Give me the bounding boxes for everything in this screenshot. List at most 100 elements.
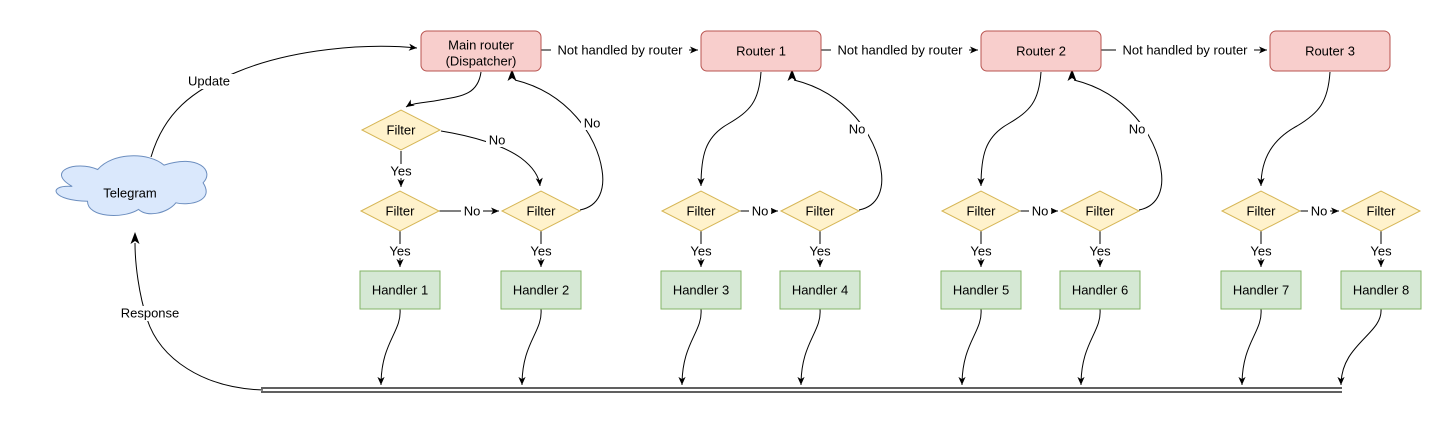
node-router-2: Router 2	[980, 30, 1102, 72]
svg-text:Yes: Yes	[1370, 244, 1392, 259]
handler-7-box	[1220, 270, 1302, 310]
svg-text:Update: Update	[188, 74, 230, 89]
edge-handler6-to-bus	[1077, 308, 1101, 386]
node-handler-2: Handler 2	[500, 270, 582, 310]
node-handler-6: Handler 6	[1059, 270, 1141, 310]
filter4-return-arrowhead-icon	[787, 69, 797, 81]
filter-2-diamond	[500, 190, 582, 232]
edge-label-no-filter0: No	[486, 133, 508, 148]
node-filter-2: Filter	[500, 190, 582, 232]
edge-label-response: Response	[116, 306, 184, 321]
filter-2-label: Filter	[527, 204, 557, 219]
filters: Filter Filter Filter Filter Filter Filte…	[359, 109, 1422, 232]
node-filter-8: Filter	[1340, 190, 1422, 232]
svg-text:Not handled by router: Not handled by router	[557, 43, 683, 58]
handler-8-label: Handler 8	[1353, 283, 1409, 298]
handler-6-box	[1059, 270, 1141, 310]
handler-4-label: Handler 4	[792, 283, 848, 298]
filter-1-label: Filter	[386, 204, 416, 219]
handler-5-box	[940, 270, 1022, 310]
edge-filter6-no-return	[1073, 79, 1163, 211]
edge-router3-to-filter7	[1257, 71, 1331, 187]
main-router-box	[420, 30, 542, 72]
node-filter-3: Filter	[660, 190, 742, 232]
svg-text:Response: Response	[121, 306, 180, 321]
edge-update	[150, 43, 418, 158]
router-1-box	[700, 30, 822, 72]
handler-6-label: Handler 6	[1072, 283, 1128, 298]
svg-text:Yes: Yes	[1089, 244, 1111, 259]
handler-1-box	[359, 270, 441, 310]
svg-text:Not handled by router: Not handled by router	[1122, 43, 1248, 58]
handler-5-label: Handler 5	[953, 283, 1009, 298]
node-filter-7: Filter	[1220, 190, 1302, 232]
svg-text:Yes: Yes	[530, 244, 552, 259]
filter-3-label: Filter	[687, 204, 717, 219]
main-router-label: Main router	[448, 38, 514, 53]
svg-text:No: No	[1311, 204, 1328, 219]
edge-label-yes-col1: Yes	[387, 244, 413, 259]
filter-5-label: Filter	[967, 204, 997, 219]
edge-label-no-return-router2: No	[1126, 122, 1148, 137]
filter-4-diamond	[779, 190, 861, 232]
edge-filter0-no	[440, 130, 543, 187]
filter-8-diamond	[1340, 190, 1422, 232]
edge-label-no-return-router1: No	[846, 122, 868, 137]
edge-handler3-to-bus	[678, 308, 702, 386]
edge-label-yes-col5: Yes	[968, 244, 994, 259]
edge-label-not-handled-2: Not handled by router	[831, 43, 969, 58]
handler-3-box	[660, 270, 742, 310]
cloud-icon	[55, 155, 208, 216]
svg-text:No: No	[752, 204, 769, 219]
node-filter-4: Filter	[779, 190, 861, 232]
node-filter-6: Filter	[1059, 190, 1141, 232]
main-router-sublabel: (Dispatcher)	[446, 54, 517, 69]
edge-handler1-to-bus	[377, 308, 401, 386]
node-handler-8: Handler 8	[1340, 270, 1422, 310]
node-handler-1: Handler 1	[359, 270, 441, 310]
edge-handler4-to-bus	[797, 308, 821, 386]
edge-label-yes-col7: Yes	[1248, 244, 1274, 259]
edge-label-no-pair-router2: No	[1029, 204, 1051, 219]
filter2-return-arrowhead-icon	[507, 69, 517, 81]
edge-label-yes-col6: Yes	[1087, 244, 1113, 259]
filter-6-label: Filter	[1086, 204, 1116, 219]
edge-label-yes-col4: Yes	[807, 244, 833, 259]
edge-label-no-pair-main: No	[461, 204, 483, 219]
svg-text:Yes: Yes	[690, 244, 712, 259]
filter-3-diamond	[660, 190, 742, 232]
edge-label-no-pair-router3: No	[1308, 204, 1330, 219]
svg-text:Yes: Yes	[809, 244, 831, 259]
router-1-label: Router 1	[736, 44, 786, 59]
filter-4-label: Filter	[806, 204, 836, 219]
filter-6-diamond	[1059, 190, 1141, 232]
edge-handler8-to-bus	[1337, 308, 1382, 386]
edge-label-yes-col3: Yes	[688, 244, 714, 259]
filter-1-diamond	[359, 190, 441, 232]
filter-7-label: Filter	[1247, 204, 1277, 219]
router-2-label: Router 2	[1016, 44, 1066, 59]
edge-handler2-to-bus	[518, 308, 542, 386]
edge-label-update: Update	[182, 74, 236, 89]
edge-filter2-no-return	[514, 79, 604, 211]
node-router-3: Router 3	[1269, 30, 1391, 72]
node-filter-5: Filter	[940, 190, 1022, 232]
svg-text:Yes: Yes	[970, 244, 992, 259]
edge-label-not-handled-1: Not handled by router	[551, 43, 689, 58]
node-handler-5: Handler 5	[940, 270, 1022, 310]
svg-text:No: No	[1129, 122, 1146, 137]
svg-text:Not handled by router: Not handled by router	[837, 43, 963, 58]
telegram-label: Telegram	[103, 186, 156, 201]
edge-handler7-to-bus	[1238, 308, 1262, 386]
svg-text:Yes: Yes	[1250, 244, 1272, 259]
svg-text:No: No	[489, 133, 506, 148]
filter-5-diamond	[940, 190, 1022, 232]
node-handler-3: Handler 3	[660, 270, 742, 310]
router-3-box	[1269, 30, 1391, 72]
handler-7-label: Handler 7	[1233, 283, 1289, 298]
handler-3-label: Handler 3	[673, 283, 729, 298]
filter-0-diamond	[360, 109, 442, 151]
filter-8-label: Filter	[1367, 204, 1397, 219]
edge-label-not-handled-3: Not handled by router	[1116, 43, 1254, 58]
